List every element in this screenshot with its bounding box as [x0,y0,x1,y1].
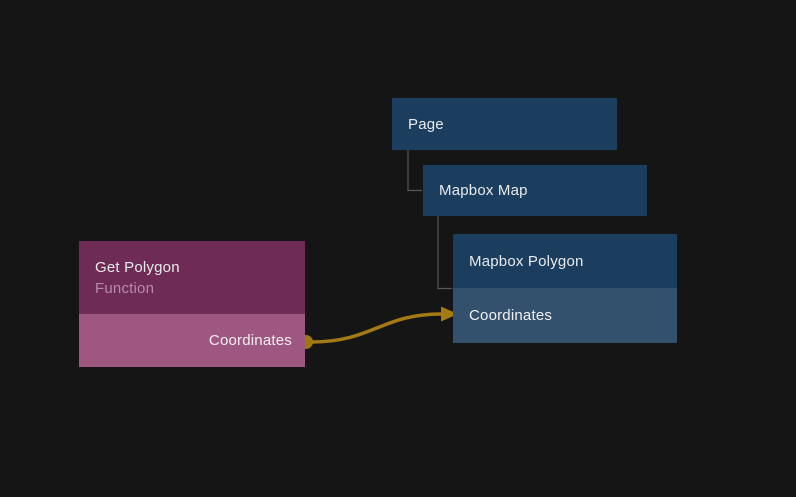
node-mapbox-map-header: Mapbox Map [423,165,647,216]
hierarchy-line-mapboxmap-mapboxpolygon [437,216,452,290]
node-get-polygon[interactable]: Get Polygon Function Coordinates [79,241,305,367]
input-port-label: Coordinates [469,307,553,324]
connection-arrowhead-icon [441,306,458,322]
output-port-coordinates[interactable]: Coordinates [79,314,305,367]
node-mapbox-polygon[interactable]: Mapbox Polygon Coordinates [453,234,677,343]
node-mapbox-map[interactable]: Mapbox Map [423,165,647,216]
node-title: Page [408,115,444,133]
node-page-header: Page [392,98,617,150]
output-port-label: Coordinates [208,332,292,349]
connection-wire[interactable] [299,306,458,350]
node-title: Get Polygon [95,258,180,276]
input-port-coordinates[interactable]: Coordinates [453,288,677,343]
node-title: Mapbox Polygon [469,252,584,270]
hierarchy-line-page-mapboxmap [407,150,422,192]
node-get-polygon-header: Get Polygon Function [79,241,305,314]
connection-curve[interactable] [311,312,442,344]
node-page[interactable]: Page [392,98,617,150]
node-subtitle: Function [95,279,155,297]
node-mapbox-polygon-header: Mapbox Polygon [453,234,677,288]
node-title: Mapbox Map [439,182,528,199]
